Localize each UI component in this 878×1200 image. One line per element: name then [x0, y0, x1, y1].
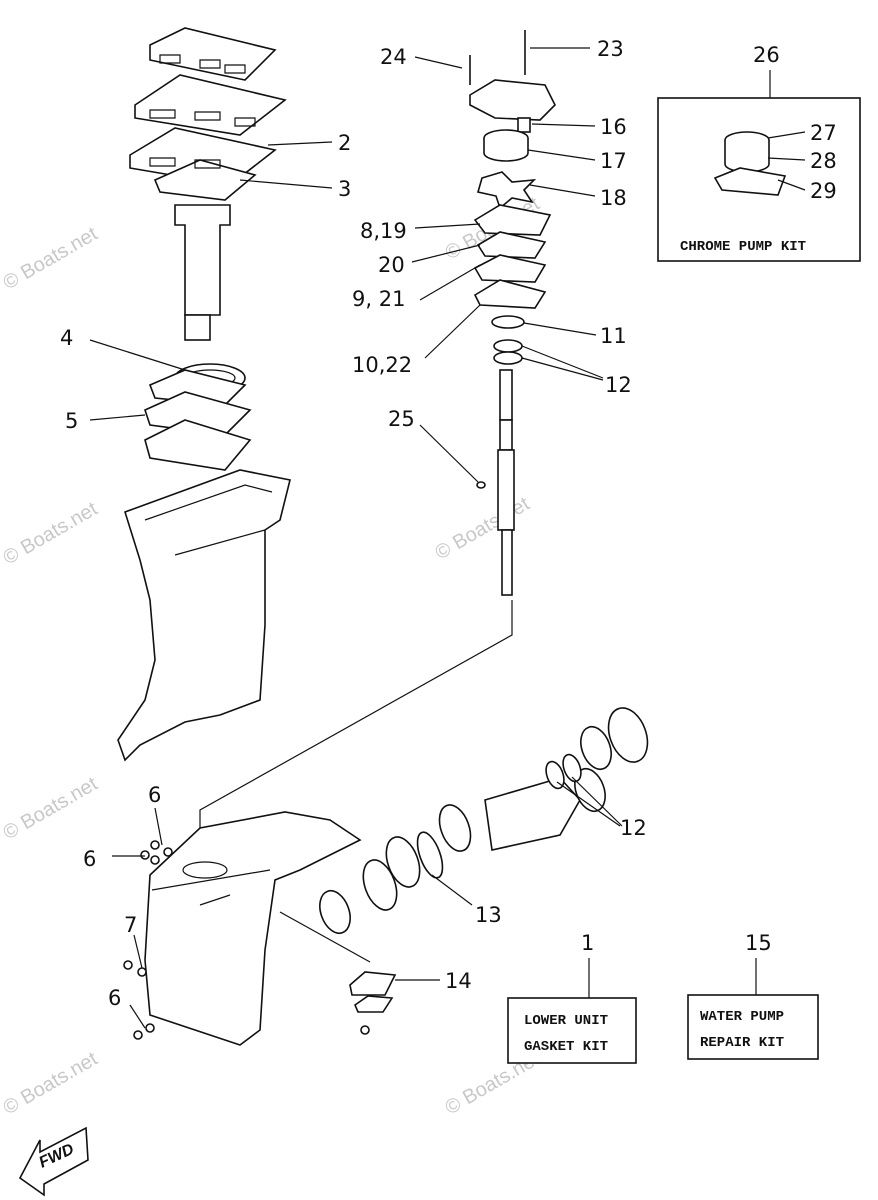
lower-unit-kit-line2: GASKET KIT: [524, 1039, 608, 1055]
chrome-housing-27: [724, 140, 770, 173]
gasket-5: [144, 391, 252, 436]
lower-casing: [144, 811, 362, 1046]
water-pump-kit-line1: WATER PUMP: [700, 1009, 784, 1025]
callout-29: 29: [810, 179, 837, 203]
impeller-18: [476, 171, 537, 210]
leader-25: [419, 424, 479, 483]
callout-15: 15: [745, 931, 772, 955]
leader-20: [411, 244, 481, 263]
callout-8-19: 8,19: [360, 219, 407, 243]
watermark: © Boats.net: [0, 773, 102, 845]
forward-arrow-icon: FWD: [18, 1126, 89, 1197]
water-pump-repair-kit: 15 WATER PUMP REPAIR KIT: [687, 931, 819, 1060]
seal-12a: [493, 339, 523, 353]
plate-8-19: [473, 204, 552, 236]
callout-6-top: 6: [148, 783, 161, 807]
callout-28: 28: [810, 149, 837, 173]
callout-1: 1: [581, 931, 594, 955]
callout-13: 13: [475, 903, 502, 927]
watermark: © Boats.net: [0, 498, 102, 570]
o-ring-13: [416, 831, 444, 879]
gasket-3: [153, 159, 257, 201]
callout-4: 4: [60, 326, 73, 350]
seal-12b: [493, 351, 523, 365]
o-ring-11: [491, 315, 525, 329]
plate-lower: [144, 419, 252, 471]
leader-10-22: [424, 304, 481, 359]
pinion-gear: [319, 889, 351, 935]
leader-24: [414, 56, 463, 69]
leader-8-19: [414, 223, 481, 229]
leader-12a-1: [521, 345, 604, 379]
watermark: © Boats.net: [0, 223, 102, 295]
callout-23: 23: [597, 37, 624, 61]
propeller-shaft-assembly: [319, 707, 649, 935]
anode-14: [349, 971, 397, 996]
callout-26: 26: [753, 43, 780, 67]
leader-2: [267, 141, 333, 146]
plate-9-21: [473, 254, 547, 283]
callout-5: 5: [65, 409, 78, 433]
chrome-pump-kit-label: CHROME PUMP KIT: [680, 239, 806, 255]
mounting-plate: [134, 74, 287, 136]
callout-14: 14: [445, 969, 472, 993]
exhaust-tube: [174, 204, 231, 341]
callout-18: 18: [600, 186, 627, 210]
drive-shaft: [497, 369, 515, 596]
bearing: [438, 804, 472, 852]
callout-6-bottom: 6: [108, 986, 121, 1010]
leader-17: [527, 149, 596, 161]
callout-7: 7: [124, 913, 137, 937]
callout-6-mid: 6: [83, 847, 96, 871]
gasket-20: [476, 231, 547, 259]
callout-10-22: 10,22: [352, 353, 412, 377]
shim-ring: [362, 859, 398, 911]
callout-2: 2: [338, 131, 351, 155]
upper-casing: [117, 469, 291, 762]
callout-25: 25: [388, 407, 415, 431]
bearing-housing: [484, 777, 581, 851]
leader-11: [523, 322, 597, 336]
callout-9-21: 9, 21: [352, 287, 405, 311]
callout-17: 17: [600, 149, 627, 173]
lower-unit-kit-line1: LOWER UNIT: [524, 1013, 608, 1029]
pump-housing: [469, 79, 556, 121]
exhaust-plate-stack: [144, 363, 252, 471]
gasket-10-22: [473, 279, 547, 309]
leader-4: [89, 339, 186, 371]
seal-12c: [545, 760, 565, 790]
lower-unit-gasket-kit: 1 LOWER UNIT GASKET KIT: [507, 931, 637, 1064]
watermark: © Boats.net: [0, 1048, 102, 1120]
leader-18: [529, 184, 596, 197]
top-gasket: [149, 27, 277, 81]
leader-9-21: [419, 264, 481, 301]
chrome-pump-kit-box: 26 27 28 29 CHROME PUMP KIT: [657, 43, 861, 262]
callout-24: 24: [380, 45, 407, 69]
leader-12a-2: [521, 357, 604, 381]
callout-20: 20: [378, 253, 405, 277]
callout-11: 11: [600, 324, 627, 348]
leader-3: [239, 179, 333, 189]
callout-3: 3: [338, 177, 351, 201]
nut-ring: [607, 707, 649, 763]
pump-insert-17: [483, 138, 529, 162]
cap-ring: [580, 725, 612, 771]
leader-5: [89, 414, 146, 421]
callout-16: 16: [600, 115, 627, 139]
chrome-plate-29: [713, 167, 787, 196]
key-25: [476, 481, 486, 489]
callout-12-bottom: 12: [620, 816, 647, 840]
watermark: © Boats.net: [432, 493, 534, 565]
leader-16: [531, 123, 596, 127]
callout-12-top: 12: [605, 373, 632, 397]
callout-27: 27: [810, 121, 837, 145]
water-pump-kit-line2: REPAIR KIT: [700, 1035, 784, 1051]
top-gasket-stack: [129, 27, 287, 201]
seal-ring: [385, 836, 421, 888]
